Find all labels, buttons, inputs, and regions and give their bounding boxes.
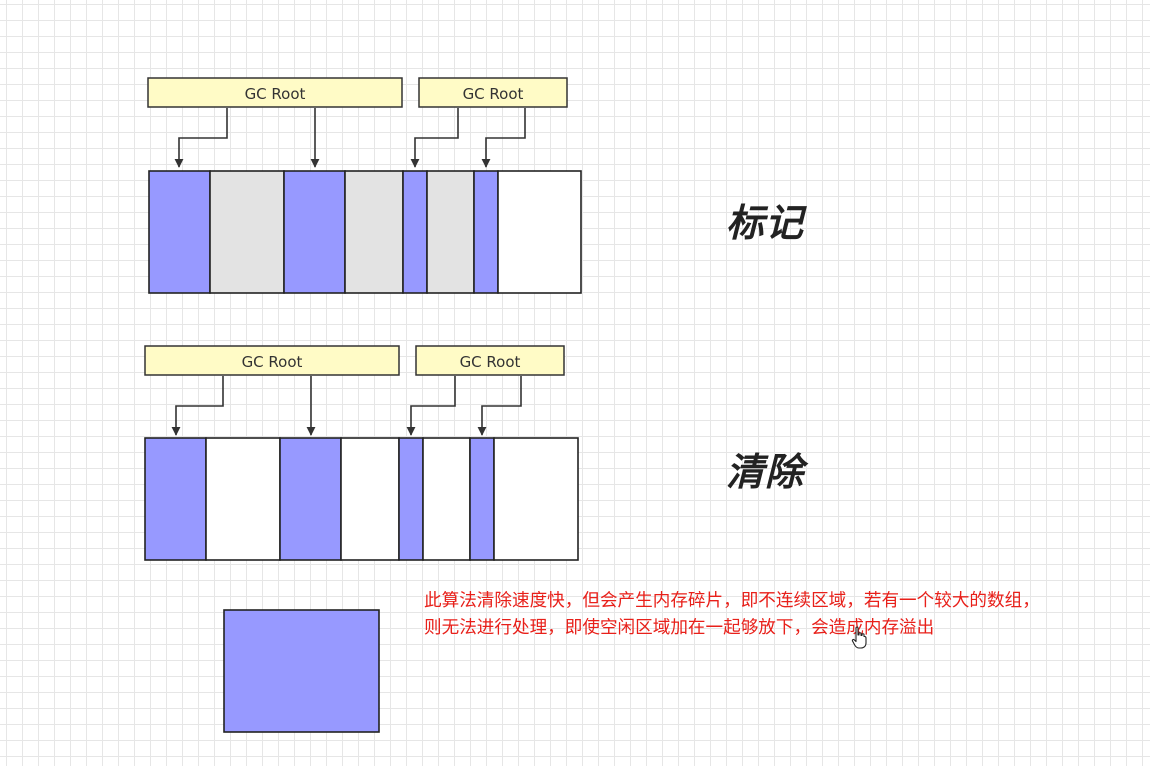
sweep-stage-title: 清除 [726, 450, 805, 494]
mark-block-8 [497, 170, 582, 294]
mark-block-6 [426, 170, 475, 294]
sweep-block-3 [279, 437, 342, 561]
mark-gc-root-1-label: GC Root [245, 85, 306, 103]
sweep-gc-root-2-label: GC Root [460, 353, 521, 371]
mark-memory-strip [148, 170, 582, 294]
mark-arrow-4 [481, 108, 526, 168]
sweep-gc-root-1-label: GC Root [242, 353, 303, 371]
algorithm-note-line-1: 此算法清除速度快，但会产生内存碎片，即不连续区域，若有一个较大的数组， [424, 591, 1040, 611]
sweep-block-2 [205, 437, 281, 561]
mark-reference-arrows [174, 108, 526, 168]
mark-block-5 [402, 170, 428, 294]
mark-arrow-1 [174, 108, 228, 168]
sweep-block-5 [398, 437, 424, 561]
sweep-gc-root-2: GC Root [415, 345, 565, 376]
mark-gc-root-2-label: GC Root [463, 85, 524, 103]
mark-stage-title: 标记 [726, 201, 805, 245]
mark-stage: GC Root GC Root [147, 77, 582, 294]
mark-arrow-3 [410, 108, 459, 168]
algorithm-note-line-2: 则无法进行处理，即使空闲区域加在一起够放下，会造成内存溢出 [424, 618, 935, 638]
hand-pointer-icon [851, 626, 867, 649]
mark-block-7 [473, 170, 499, 294]
sweep-stage: GC Root GC Root [144, 345, 579, 561]
sweep-block-7 [469, 437, 495, 561]
large-array-block [223, 609, 380, 733]
sweep-block-4 [340, 437, 400, 561]
sweep-arrow-3 [406, 376, 456, 436]
sweep-arrow-1 [171, 376, 224, 436]
sweep-block-8 [493, 437, 579, 561]
sweep-memory-strip [144, 437, 579, 561]
algorithm-note: 此算法清除速度快，但会产生内存碎片，即不连续区域，若有一个较大的数组， 则无法进… [424, 588, 1150, 642]
sweep-block-1 [144, 437, 207, 561]
mark-gc-root-1: GC Root [147, 77, 403, 108]
mark-block-2 [209, 170, 285, 294]
mark-block-3 [283, 170, 346, 294]
mark-block-1 [148, 170, 211, 294]
sweep-reference-arrows [171, 376, 522, 436]
sweep-arrow-4 [477, 376, 522, 436]
sweep-block-6 [422, 437, 471, 561]
mark-block-4 [344, 170, 404, 294]
sweep-gc-root-1: GC Root [144, 345, 400, 376]
mark-gc-root-2: GC Root [418, 77, 568, 108]
